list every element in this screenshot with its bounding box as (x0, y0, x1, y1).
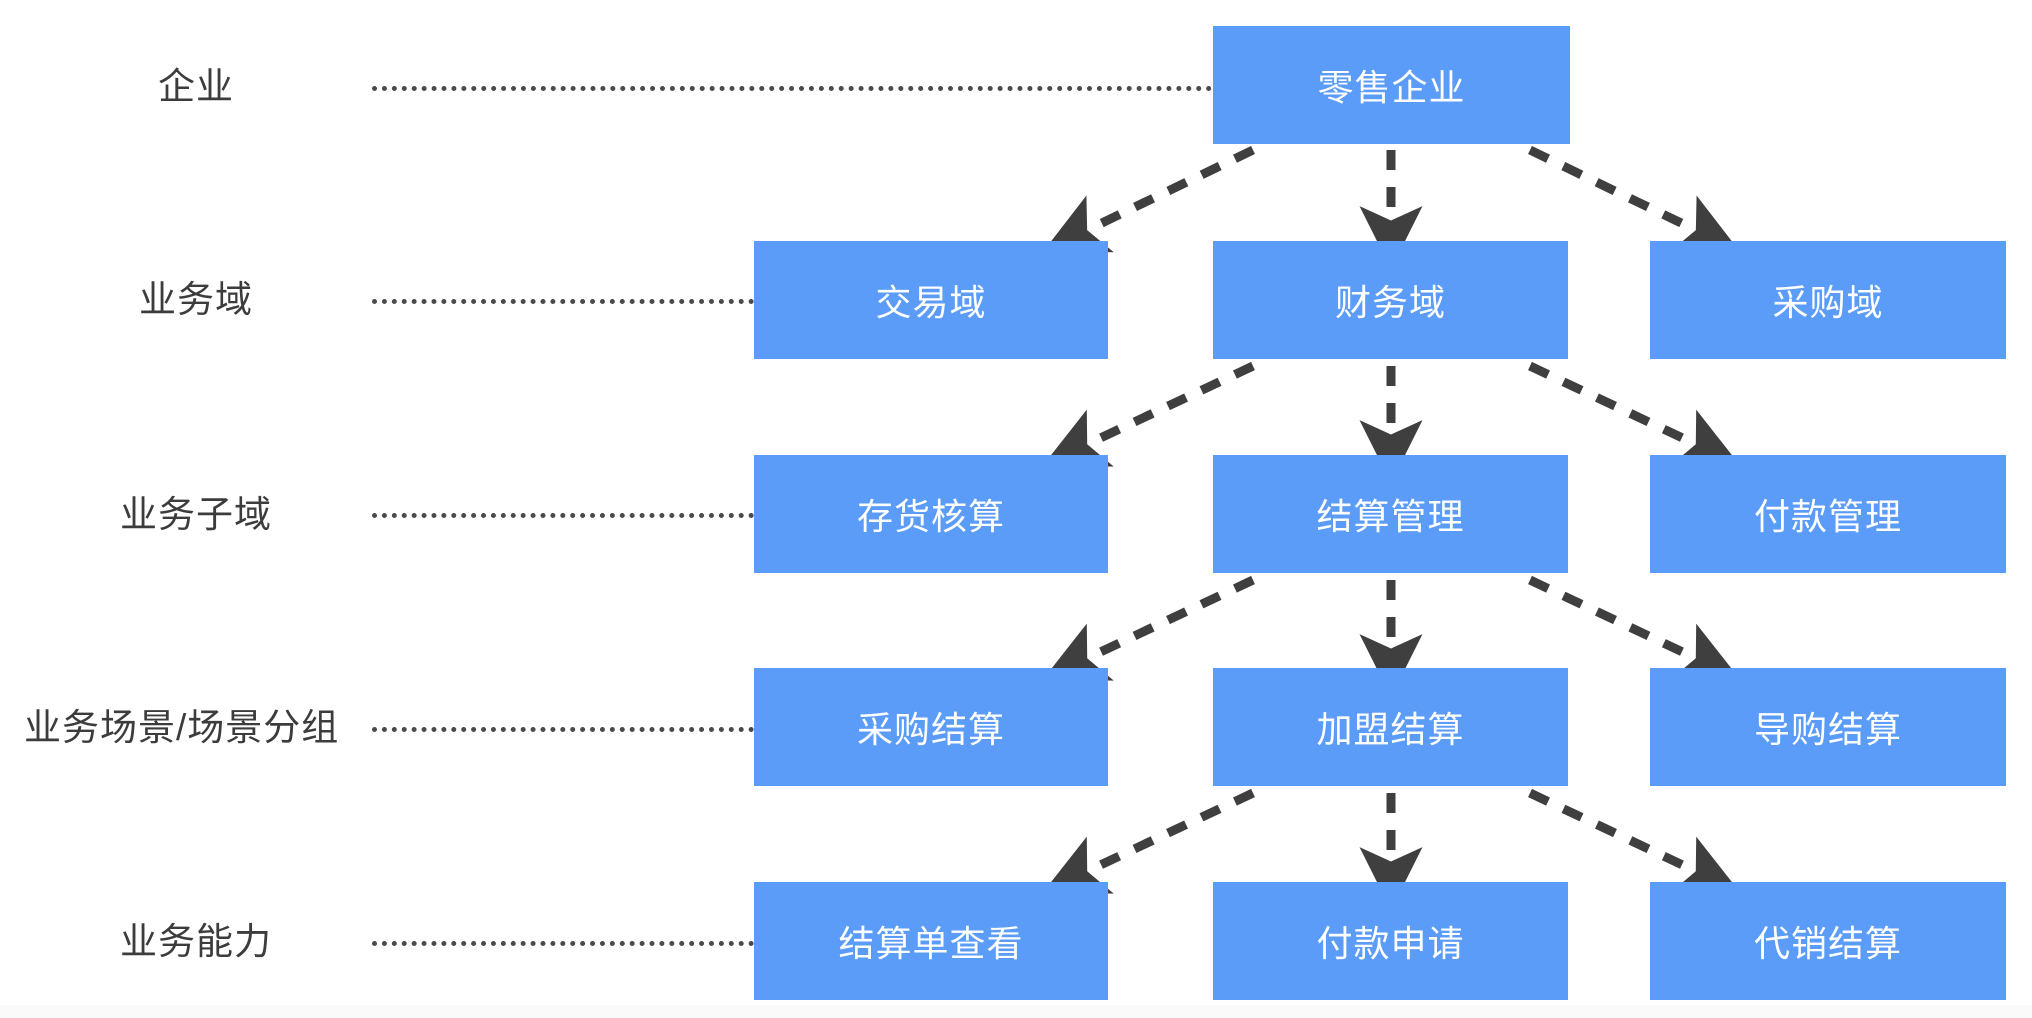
node-guide-settlement[interactable]: 导购结算 (1650, 668, 2006, 786)
node-consignment-settlement[interactable]: 代销结算 (1650, 882, 2006, 1000)
node-payment-management[interactable]: 付款管理 (1650, 455, 2006, 573)
node-settlement-bill-view[interactable]: 结算单查看 (754, 882, 1108, 1000)
leader-line-business-scenario (372, 727, 754, 732)
node-finance-domain[interactable]: 财务域 (1213, 241, 1568, 359)
row-label-business-capability: 业务能力 (120, 921, 272, 962)
node-transaction-domain[interactable]: 交易域 (754, 241, 1108, 359)
edge-settlement-to-guide-settle (1528, 575, 1740, 681)
node-franchise-settlement[interactable]: 加盟结算 (1213, 668, 1568, 786)
row-label-business-subdomain: 业务子域 (120, 494, 272, 535)
edge-franchise-to-view-bill (1043, 788, 1255, 894)
row-label-business-domain: 业务域 (139, 279, 253, 320)
row-label-enterprise: 企业 (158, 66, 234, 107)
edge-retail-to-purchase (1528, 145, 1740, 253)
row-label-business-scenario: 业务场景/场景分组 (24, 707, 340, 748)
edge-franchise-to-consign-settle (1528, 788, 1740, 894)
node-retail-enterprise[interactable]: 零售企业 (1213, 26, 1570, 144)
node-payment-request[interactable]: 付款申请 (1213, 882, 1568, 1000)
node-settlement-management[interactable]: 结算管理 (1213, 455, 1568, 573)
node-purchase-domain[interactable]: 采购域 (1650, 241, 2006, 359)
bottom-strip (0, 1005, 2032, 1018)
leader-line-enterprise (372, 86, 1212, 91)
edge-retail-to-transaction (1043, 145, 1255, 253)
edge-settlement-to-purchase-settle (1043, 575, 1255, 681)
edge-finance-to-payment (1528, 361, 1740, 467)
node-purchase-settlement[interactable]: 采购结算 (754, 668, 1108, 786)
node-inventory-accounting[interactable]: 存货核算 (754, 455, 1108, 573)
leader-line-business-domain (372, 299, 754, 304)
edge-finance-to-inventory (1043, 361, 1255, 467)
leader-line-business-subdomain (372, 513, 754, 518)
leader-line-business-capability (372, 941, 754, 946)
